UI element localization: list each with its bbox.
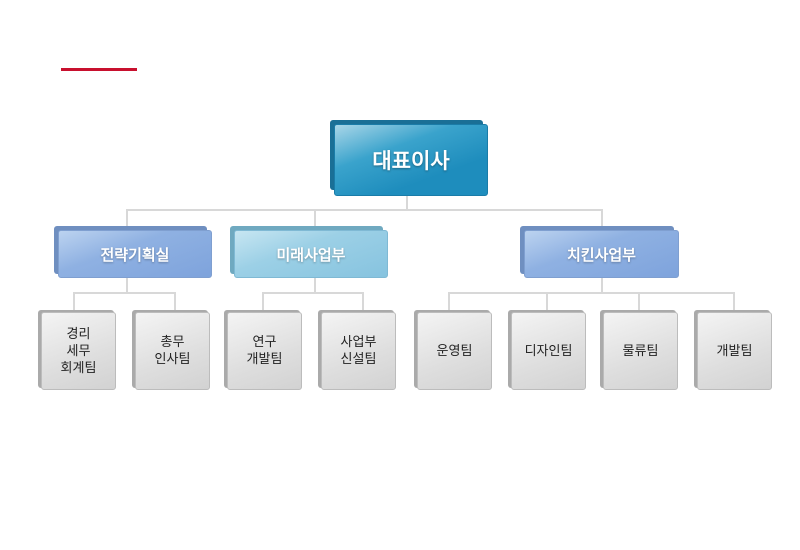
connector — [601, 209, 603, 230]
team-box: 디자인팀 — [511, 312, 586, 390]
connector — [601, 277, 603, 294]
connector — [546, 292, 548, 312]
ceo-box: 대표이사 — [334, 124, 488, 196]
dept-strategy-box: 전략기획실 — [58, 230, 212, 278]
dept-label: 미래사업부 — [276, 245, 346, 264]
connector — [73, 292, 176, 294]
connector — [314, 277, 316, 294]
team-box: 연구 개발팀 — [227, 312, 302, 390]
dept-label: 치킨사업부 — [566, 245, 636, 264]
connector — [127, 209, 603, 211]
ceo-label: 대표이사 — [372, 149, 450, 173]
connector — [314, 209, 316, 230]
accent-bar — [61, 68, 137, 71]
connector — [362, 292, 364, 312]
team-label: 사업부 신설팀 — [340, 335, 377, 367]
connector — [406, 194, 408, 211]
connector — [448, 292, 450, 312]
team-label: 운영팀 — [436, 343, 473, 359]
connector — [448, 292, 735, 294]
connector — [262, 292, 264, 312]
dept-chicken-box: 치킨사업부 — [524, 230, 679, 278]
connector — [126, 209, 128, 230]
team-box: 물류팀 — [603, 312, 678, 390]
connector — [638, 292, 640, 312]
team-box: 총무 인사팀 — [135, 312, 210, 390]
dept-label: 전략기획실 — [100, 245, 170, 264]
connector — [126, 277, 128, 294]
team-label: 연구 개발팀 — [246, 335, 283, 367]
team-box: 운영팀 — [417, 312, 492, 390]
team-label: 디자인팀 — [524, 343, 573, 359]
connector — [174, 292, 176, 312]
dept-future-box: 미래사업부 — [234, 230, 388, 278]
team-box: 사업부 신설팀 — [321, 312, 396, 390]
team-box: 경리 세무 회계팀 — [41, 312, 116, 390]
connector — [73, 292, 75, 312]
team-label: 물류팀 — [622, 343, 659, 359]
connector — [262, 292, 364, 294]
team-label: 경리 세무 회계팀 — [60, 326, 97, 376]
team-box: 개발팀 — [697, 312, 772, 390]
team-label: 총무 인사팀 — [154, 335, 191, 367]
connector — [733, 292, 735, 312]
team-label: 개발팀 — [716, 343, 753, 359]
